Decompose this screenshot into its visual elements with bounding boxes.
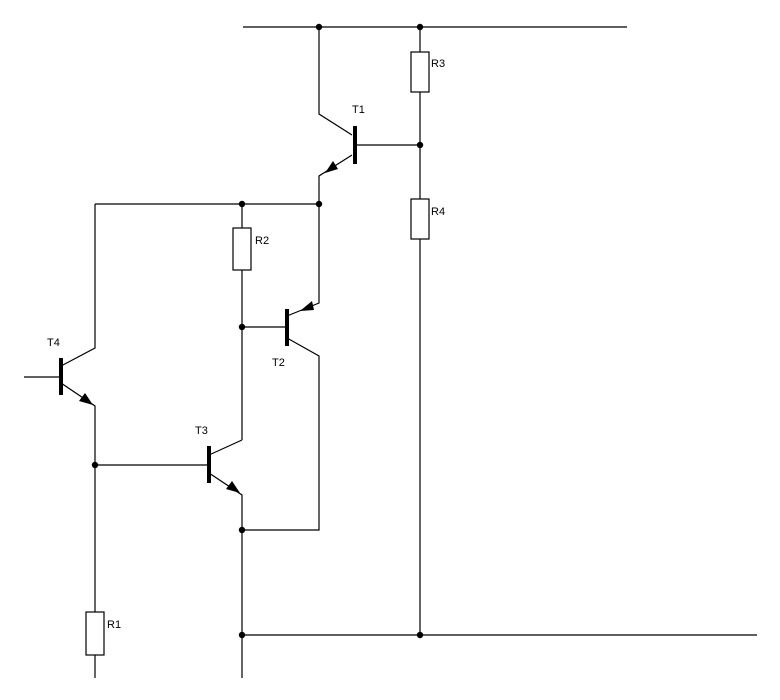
r1-label: R1 (107, 619, 121, 631)
r4-resistor (410, 198, 430, 240)
r4-label: R4 (431, 206, 445, 218)
junction-dot (238, 631, 246, 639)
junction-dot (238, 323, 246, 331)
junction-dot (416, 631, 424, 639)
transistor-bars (59, 126, 357, 483)
t2-emitter-arrow (300, 301, 314, 311)
junction-dot (315, 200, 323, 208)
wire-t3-collector (208, 439, 243, 456)
t1-emitter-arrow (325, 161, 338, 173)
t2-label: T2 (272, 357, 285, 369)
wires (24, 26, 757, 678)
junction-dot (315, 23, 323, 31)
junction-dot (238, 200, 246, 208)
wire-t2-emitter (286, 204, 320, 317)
junctions (91, 23, 424, 639)
wire-t3-emitter (208, 472, 243, 678)
resistors (85, 51, 430, 656)
labels: T1 T2 T3 T4 R1 R2 R3 R4 (47, 58, 445, 631)
r2-label: R2 (255, 235, 269, 247)
t4-emitter-arrow (79, 393, 93, 405)
t4-label: T4 (47, 337, 60, 349)
wire-t2-collector (242, 337, 320, 531)
wire-t4-emitter (60, 382, 96, 612)
t1-label: T1 (352, 104, 365, 116)
wire-t1-collector (318, 27, 353, 136)
wire-t1-emitter (318, 154, 353, 204)
r1-resistor (85, 611, 105, 656)
t3-emitter-arrow (226, 481, 240, 493)
r2-resistor (232, 227, 252, 271)
wire-t4-collector (60, 204, 96, 367)
junction-dot (416, 141, 424, 149)
t3-label: T3 (195, 425, 208, 437)
junction-dot (416, 23, 424, 31)
junction-dot (91, 461, 99, 469)
r3-label: R3 (431, 58, 445, 70)
emitter-arrows (79, 161, 338, 493)
junction-dot (238, 526, 246, 534)
r3-resistor (410, 51, 430, 93)
